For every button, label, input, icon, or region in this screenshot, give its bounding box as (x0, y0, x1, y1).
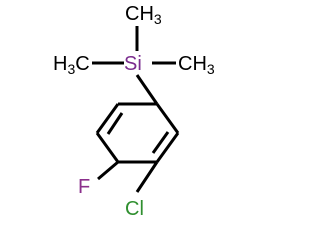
ch3-left-tail: C (75, 53, 89, 75)
atom-label-f: F (78, 176, 90, 198)
cl-text: Cl (125, 198, 144, 220)
ring-bond-5 (95, 103, 120, 134)
ch3-left-text: H (53, 53, 67, 75)
ch3-right-sub: 3 (207, 61, 215, 77)
bond-ring-cl (135, 161, 159, 193)
atom-label-ch3-right: CH3 (178, 53, 215, 77)
structure-diagram: Si CH3 H3C CH3 F Cl (53, 3, 215, 220)
ring-bond-2 (155, 132, 180, 163)
si-text: Si (124, 53, 142, 75)
ring-bond-4 (95, 132, 120, 163)
atom-label-si: Si (124, 53, 142, 75)
double-bond-inner-right (151, 131, 170, 154)
ch3-top-sub: 3 (154, 11, 162, 27)
bond-si-ring (135, 74, 159, 105)
ring-bond-1 (155, 103, 180, 134)
double-bond-inner-left (106, 112, 124, 135)
atom-label-cl: Cl (125, 198, 144, 220)
ch3-top-text: CH (125, 3, 154, 25)
bond-ring-f (97, 160, 119, 181)
ch3-right-text: CH (178, 53, 207, 75)
f-text: F (78, 176, 90, 198)
atom-label-ch3-left: H3C (53, 53, 90, 77)
ch3-left-sub: 3 (67, 61, 75, 77)
atom-label-ch3-top: CH3 (125, 3, 162, 27)
